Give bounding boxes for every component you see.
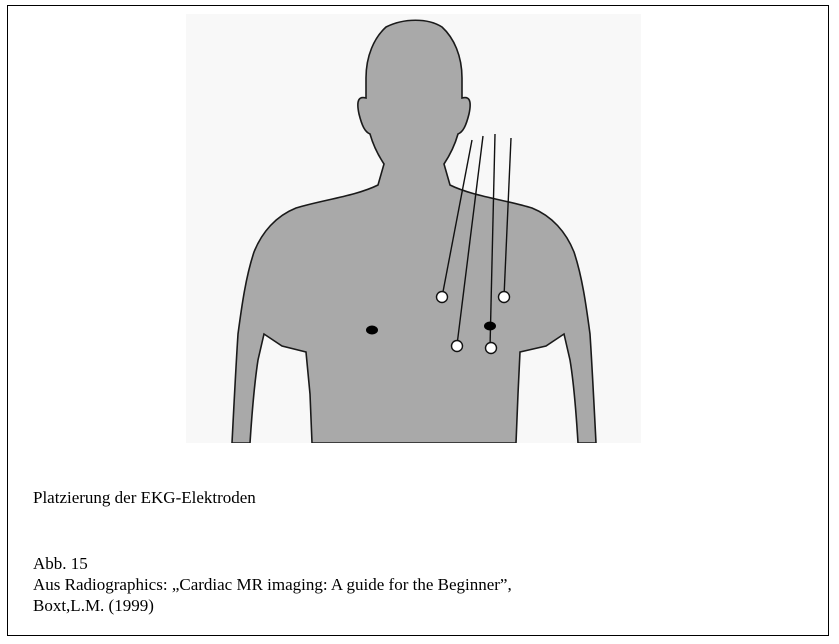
electrode-open	[437, 292, 448, 303]
torso-illustration	[186, 14, 641, 443]
figure-author: Boxt,L.M. (1999)	[33, 595, 154, 616]
electrode-filled	[484, 322, 496, 331]
electrode-filled	[366, 326, 378, 335]
ecg-electrode-figure	[186, 14, 641, 443]
electrode-open	[499, 292, 510, 303]
figure-caption: Platzierung der EKG-Elektroden	[33, 487, 256, 508]
electrode-open	[486, 343, 497, 354]
figure-number: Abb. 15	[33, 553, 88, 574]
electrode-open	[452, 341, 463, 352]
figure-source: Aus Radiographics: „Cardiac MR imaging: …	[33, 574, 512, 595]
